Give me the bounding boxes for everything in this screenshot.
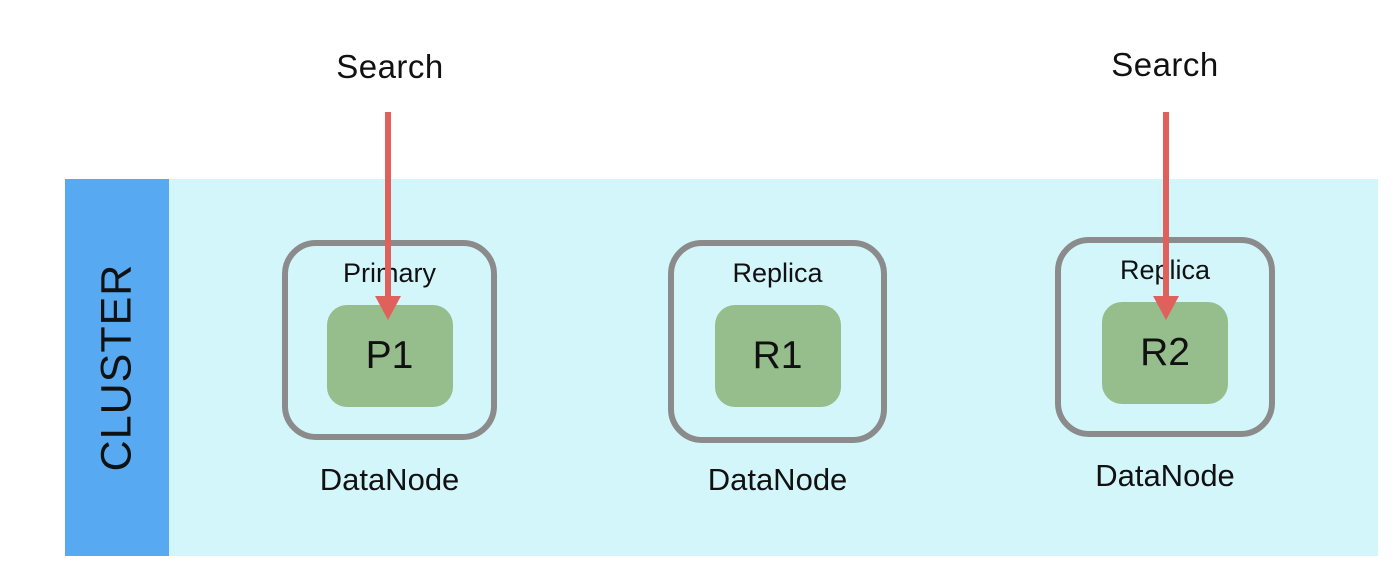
arrow-head-icon [1153,296,1179,320]
search-arrow-left [375,112,401,320]
search-arrow-right [1153,112,1179,320]
search-label-left: Search [336,48,444,85]
primary-shard-p1: P1 [326,305,453,407]
arrow-shaft [385,112,391,296]
cluster-label: CLUSTER [92,263,141,472]
cluster-strip: CLUSTER [65,179,169,556]
datanode-caption-1: DataNode [319,462,460,497]
search-label-right: Search [1111,46,1219,83]
datanode-caption-3: DataNode [1095,458,1235,493]
shard-role-label: Replica [732,258,823,288]
arrow-shaft [1163,112,1169,296]
datanode-caption-2: DataNode [707,462,848,497]
replica-shard-r1: R1 [714,305,841,407]
datanode-box-2: Replica R1 [668,240,887,443]
arrow-head-icon [375,296,401,320]
